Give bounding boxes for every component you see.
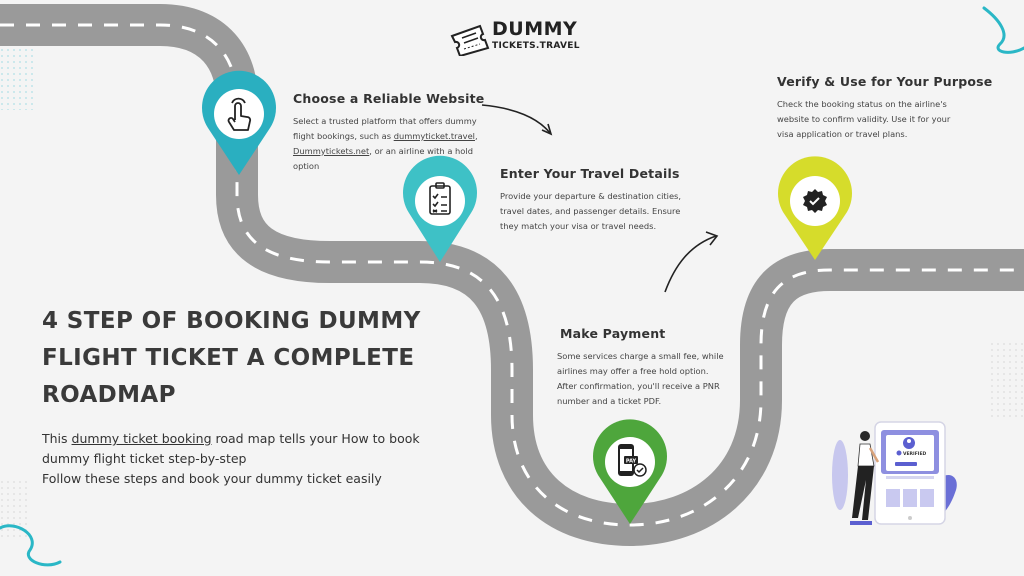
pay-label: PAY (626, 459, 637, 465)
verified-badge-icon (803, 189, 827, 213)
brand-logo: DUMMY TICKETS.TRAVEL (450, 18, 590, 58)
intro-line-1-pre: This (42, 431, 72, 446)
pointer-hand-icon (227, 97, 252, 131)
step-2-description: Provide your departure & destination cit… (500, 191, 682, 231)
verified-illustration: VERIFIED (832, 421, 957, 525)
intro-line-2: dummy flight ticket step-by-step (42, 451, 247, 466)
intro-line-1-post: road map tells your How to book (211, 431, 420, 446)
pin-step-1 (201, 70, 276, 175)
intro-line-1: This dummy ticket booking road map tells… (42, 429, 442, 449)
step-1-desc-separator: , (474, 131, 478, 141)
headline-line-3: ROADMAP (42, 382, 176, 408)
step-2-title: Enter Your Travel Details (500, 166, 680, 181)
checklist-icon (429, 182, 451, 215)
headline-line-2: FLIGHT TICKET A COMPLETE (42, 345, 415, 371)
step-3-title: Make Payment (560, 326, 666, 341)
logo-title: DUMMY (492, 18, 578, 40)
step-1-desc-tail: , or an airline with a hold option (293, 146, 473, 171)
link-dummyticket-travel[interactable]: dummyticket.travel (393, 131, 475, 141)
step-4-title: Verify & Use for Your Purpose (777, 74, 993, 89)
mobile-payment-icon: PAY (618, 444, 647, 477)
headline-line-1: 4 STEP OF BOOKING DUMMY (42, 308, 421, 334)
pin-step-3: PAY (593, 419, 667, 524)
step-3-description: Some services charge a small fee, while … (557, 351, 724, 406)
step-1-description: Select a trusted platform that offers du… (293, 114, 478, 174)
step-1-title: Choose a Reliable Website (293, 91, 485, 106)
intro-text: This dummy ticket booking road map tells… (42, 429, 442, 489)
ticket-logo-icon (450, 24, 490, 56)
link-dummy-ticket-booking[interactable]: dummy ticket booking (71, 431, 212, 446)
step-1-desc-text: Select a trusted platform that offers du… (293, 116, 477, 141)
verified-badge-text: VERIFIED (903, 451, 927, 457)
intro-line-3: Follow these steps and book your dummy t… (42, 471, 382, 486)
link-dummytickets-net[interactable]: Dummytickets.net (293, 146, 370, 156)
logo-subtitle: TICKETS.TRAVEL (492, 41, 580, 51)
pin-step-2 (402, 155, 478, 262)
page-headline: 4 STEP OF BOOKING DUMMY FLIGHT TICKET A … (42, 303, 462, 414)
pin-step-4 (777, 156, 852, 260)
step-4-description: Check the booking status on the airline'… (777, 99, 951, 139)
